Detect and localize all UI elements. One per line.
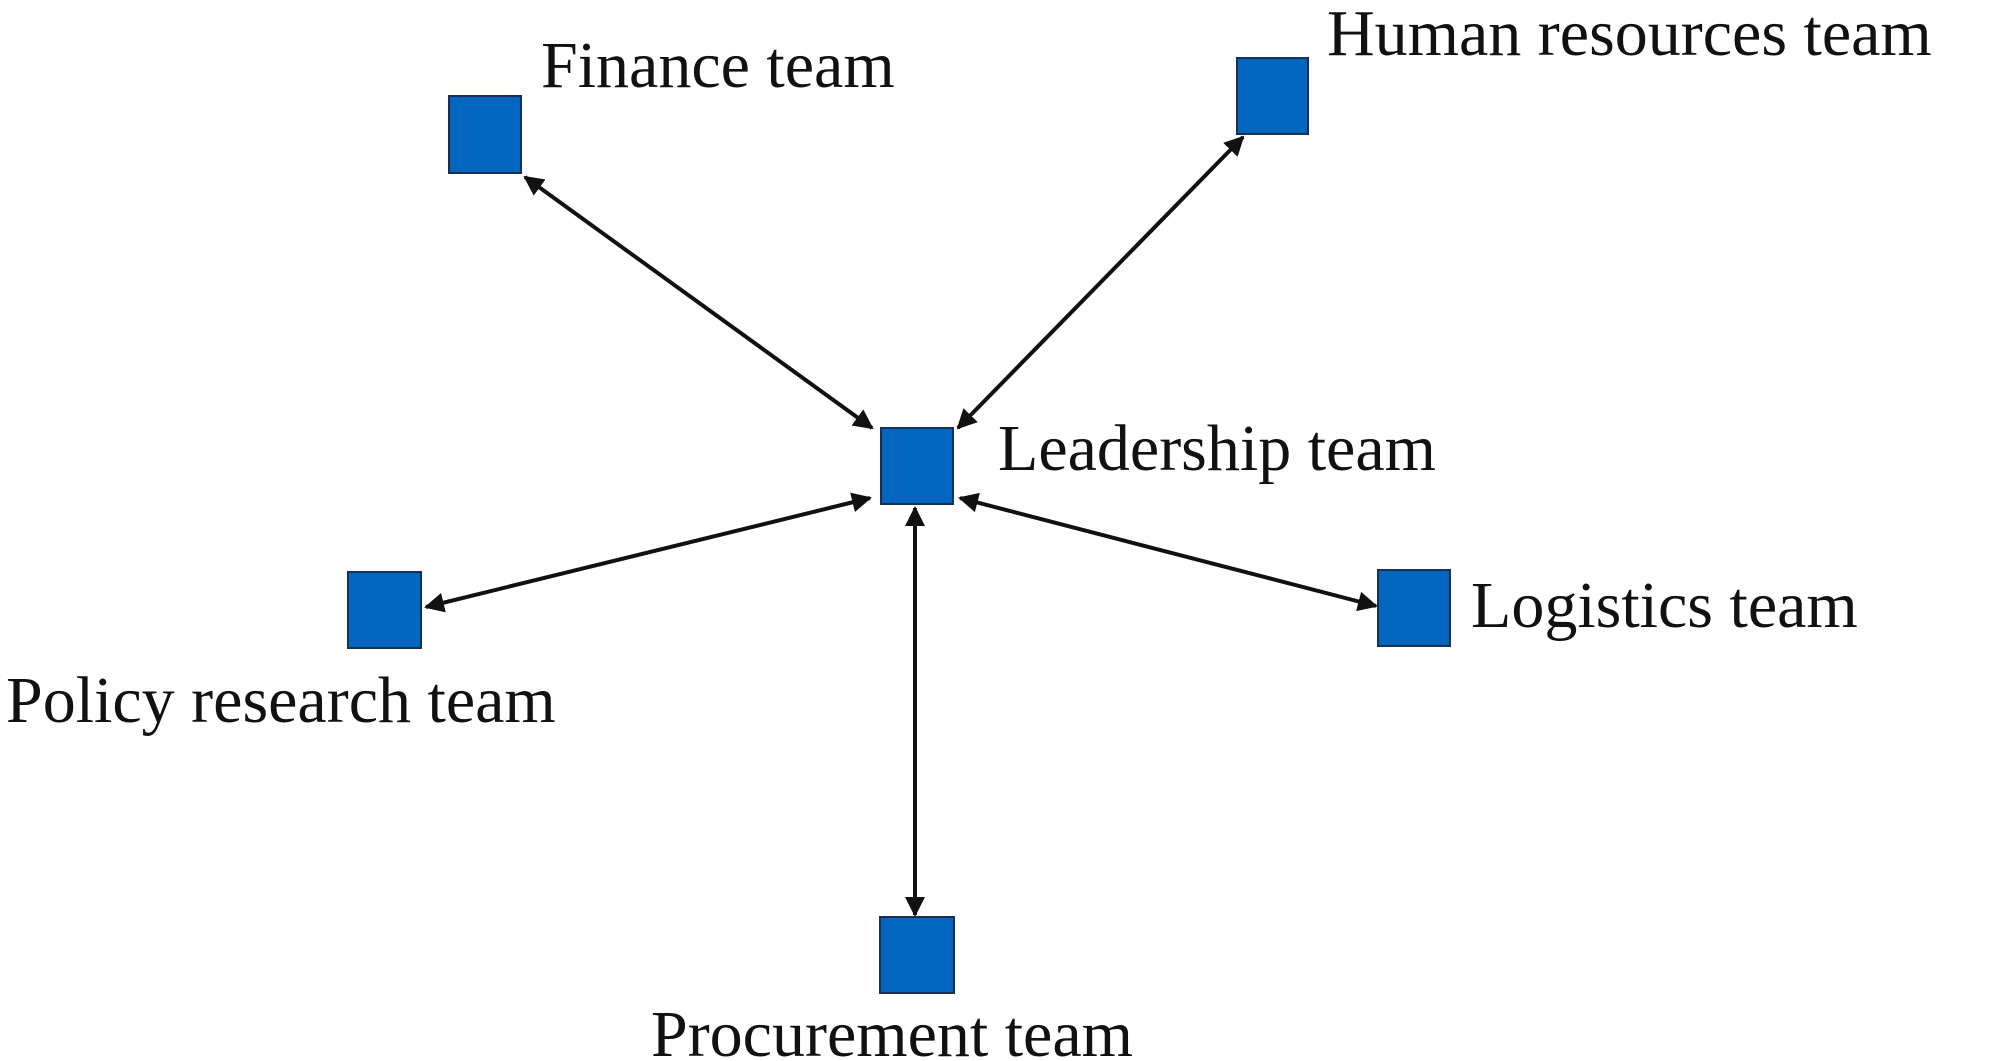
node-leadership-label: Leadership team bbox=[998, 412, 1436, 485]
edge-leadership-logistics bbox=[958, 492, 1378, 612]
node-leadership-box bbox=[880, 427, 954, 505]
edge-leadership-human-resources bbox=[956, 135, 1245, 430]
node-finance-label: Finance team bbox=[541, 29, 895, 102]
node-finance-box bbox=[448, 95, 522, 174]
edge-leadership-policy-research bbox=[424, 492, 872, 613]
node-logistics-box bbox=[1377, 569, 1451, 647]
node-policy-research-label: Policy research team bbox=[6, 664, 556, 737]
node-procurement-label: Procurement team bbox=[651, 998, 1133, 1061]
node-policy-research-box bbox=[347, 571, 422, 649]
node-logistics-label: Logistics team bbox=[1471, 569, 1858, 642]
edge-leadership-finance bbox=[523, 175, 874, 430]
node-procurement-box bbox=[879, 916, 955, 994]
node-human-resources-label: Human resources team bbox=[1327, 0, 1932, 70]
node-human-resources-box bbox=[1236, 57, 1309, 135]
